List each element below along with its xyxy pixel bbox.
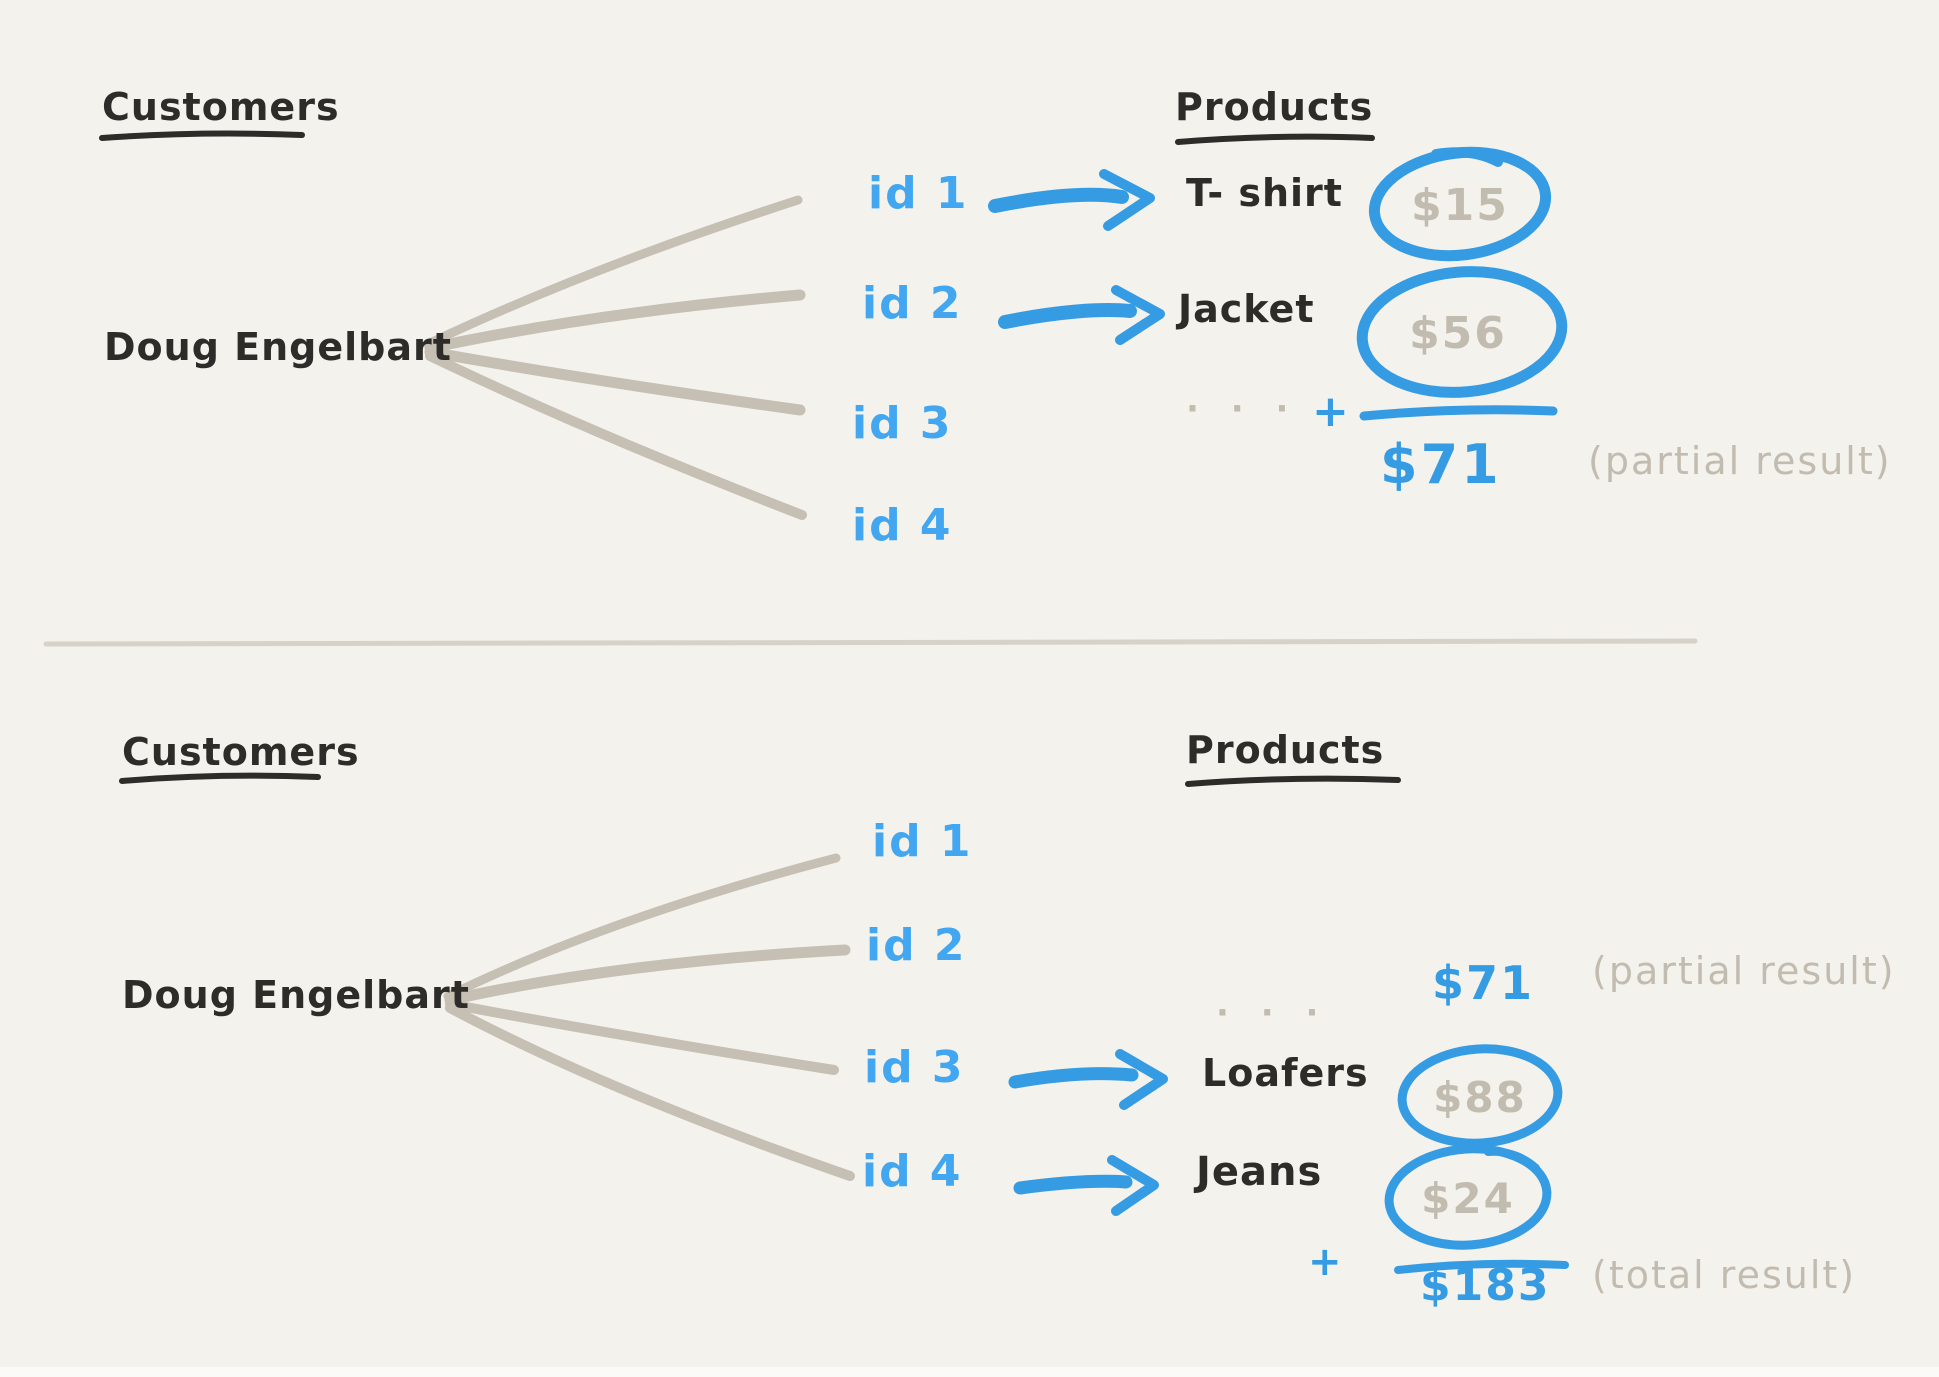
id-label-1-top: id 1 <box>868 168 969 219</box>
fan-line-id4-bottom <box>445 1003 855 1181</box>
bottom-edge <box>0 1367 1939 1377</box>
customer-name-bottom: Doug Engelbart <box>122 973 470 1017</box>
id-label-3-bottom: id 3 <box>864 1042 965 1093</box>
arrow-id3-loafers-icon <box>1008 1049 1168 1110</box>
price-value-88: $88 <box>1433 1073 1527 1122</box>
ellipsis-bottom: · · · <box>1216 993 1329 1033</box>
carried-partial-sum: $71 <box>1432 956 1535 1010</box>
id-label-2-bottom: id 2 <box>866 920 967 971</box>
price-circle-15-overlap <box>1431 147 1503 167</box>
fan-line-id3-bottom <box>445 999 839 1075</box>
price-value-24: $24 <box>1421 1174 1515 1223</box>
fan-line-id4-top <box>425 351 807 520</box>
products-underline-top <box>1175 133 1375 145</box>
fan-line-id3-top <box>424 346 806 416</box>
customers-heading-top: Customers <box>102 85 340 129</box>
partial-result-label-top: (partial result) <box>1588 439 1892 483</box>
customers-underline-bottom <box>119 772 321 784</box>
partial-result-label-bottom: (partial result) <box>1592 949 1896 993</box>
id-label-2-top: id 2 <box>862 278 963 329</box>
id-label-4-top: id 4 <box>852 500 953 551</box>
partial-sum-top: $71 <box>1380 433 1502 496</box>
arrow-id1-tshirt-icon <box>988 169 1155 231</box>
total-sum: $183 <box>1420 1260 1551 1311</box>
fan-line-id2-top <box>424 289 806 354</box>
total-result-label: (total result) <box>1592 1253 1857 1297</box>
price-circle-24-overlap <box>1484 1147 1540 1172</box>
plus-sign-top: + <box>1312 386 1349 437</box>
arrow-id2-jacket-icon <box>998 285 1165 345</box>
product-name-tshirt: T- shirt <box>1186 171 1343 215</box>
product-name-jacket: Jacket <box>1178 287 1315 331</box>
arrow-id4-jeans-icon <box>1013 1155 1159 1216</box>
products-underline-bottom <box>1185 775 1401 787</box>
sum-line-top <box>1359 405 1558 421</box>
products-heading-top: Products <box>1175 85 1374 129</box>
price-value-15: $15 <box>1411 180 1509 231</box>
plus-sign-bottom: + <box>1308 1239 1342 1285</box>
id-label-1-bottom: id 1 <box>872 816 973 867</box>
customer-name-top: Doug Engelbart <box>104 325 452 369</box>
price-value-56: $56 <box>1409 308 1507 359</box>
panel-divider <box>43 638 1698 647</box>
fan-line-id1-bottom <box>443 853 841 1001</box>
id-label-4-bottom: id 4 <box>862 1146 963 1197</box>
products-heading-bottom: Products <box>1186 728 1385 772</box>
fan-line-id1-top <box>423 195 803 349</box>
product-name-loafers: Loafers <box>1202 1051 1369 1095</box>
customers-heading-bottom: Customers <box>122 730 360 774</box>
customers-underline-top <box>99 130 305 141</box>
id-label-3-top: id 3 <box>852 398 953 449</box>
ellipsis-top: · · · <box>1186 389 1299 429</box>
product-name-jeans: Jeans <box>1196 1149 1323 1195</box>
fan-line-id2-bottom <box>444 944 851 1006</box>
